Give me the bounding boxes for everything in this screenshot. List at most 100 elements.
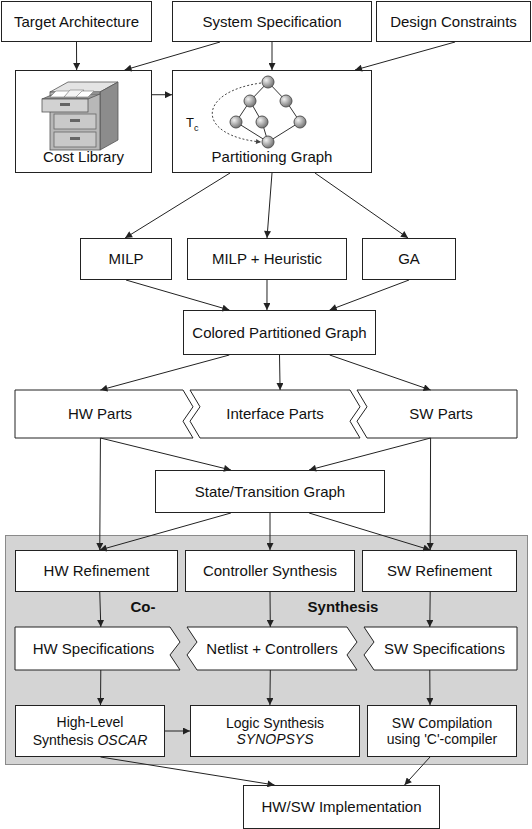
text-line-holder: High-Level SynthesisOSCAR bbox=[31, 713, 149, 749]
zigzag-box: Netlist + Controllers bbox=[187, 627, 357, 670]
text-holder: Netlist + Controllers bbox=[187, 627, 357, 670]
task-graph bbox=[212, 76, 306, 148]
zigzag-box: HW Parts bbox=[15, 390, 193, 438]
graph-vertex bbox=[294, 116, 306, 128]
process-box: State/Transition Graph bbox=[155, 470, 385, 513]
process-box: Colored Partitioned Graph bbox=[183, 310, 376, 355]
box-label: SW Refinement bbox=[387, 562, 492, 579]
box-label: OSCAR bbox=[97, 732, 147, 748]
text-holder: High-Level SynthesisOSCAR bbox=[16, 706, 164, 756]
flow-arrow bbox=[125, 42, 220, 70]
zigzag-box: SW Parts bbox=[357, 390, 517, 438]
process-box: Cost Library bbox=[15, 70, 152, 173]
box-label: SYNOPSYS bbox=[236, 731, 313, 747]
cabinet-drawer bbox=[54, 114, 96, 129]
flow-arrow bbox=[152, 94, 172, 95]
process-box: Partitioning Graph bbox=[172, 70, 372, 173]
box-label: HW Parts bbox=[68, 405, 132, 422]
flow-arrow bbox=[100, 592, 101, 627]
flow-arrow bbox=[100, 355, 229, 390]
graph-edge bbox=[262, 122, 268, 142]
flow-arrow bbox=[100, 513, 231, 550]
graph-edge bbox=[250, 82, 268, 101]
box-label: SW Specifications bbox=[384, 640, 505, 657]
text-holder: System Specification bbox=[173, 2, 371, 41]
box-label: Cost Library bbox=[43, 148, 124, 165]
open-drawer-top bbox=[42, 94, 100, 99]
process-box: High-Level SynthesisOSCAR bbox=[15, 705, 165, 757]
flow-arrow bbox=[272, 42, 273, 70]
process-box: System Specification bbox=[172, 1, 372, 42]
box-label: HW Specifications bbox=[33, 640, 155, 657]
cabinet-side bbox=[100, 82, 118, 150]
zigzag-shape bbox=[357, 390, 517, 438]
box-label: Logic Synthesis bbox=[226, 715, 324, 731]
graph-vertex bbox=[256, 116, 268, 128]
zigzag-shape bbox=[190, 390, 360, 438]
cabinet-front bbox=[50, 92, 100, 150]
text-holder: SW Parts bbox=[357, 390, 517, 438]
drawer-handle bbox=[70, 119, 80, 122]
timing-constraint-curve bbox=[212, 83, 261, 142]
graph-edge bbox=[250, 101, 262, 122]
box-label: Design Constraints bbox=[390, 13, 517, 30]
box-label: HW/SW Implementation bbox=[261, 798, 421, 815]
flow-arrow bbox=[279, 355, 281, 390]
drawer-handle bbox=[60, 103, 70, 106]
zigzag-box: HW Specifications bbox=[15, 627, 180, 670]
flow-arrow bbox=[269, 670, 270, 705]
box-label: Co- bbox=[131, 598, 156, 615]
process-box: SW Compilation using 'C'-compiler bbox=[367, 705, 517, 757]
flow-arrow bbox=[99, 438, 101, 550]
flow-arrow bbox=[270, 592, 271, 627]
box-label: Netlist + Controllers bbox=[206, 640, 337, 657]
zigzag-shape bbox=[187, 627, 357, 670]
drawer-handle bbox=[70, 137, 80, 140]
process-box: Design Constraints bbox=[376, 1, 531, 42]
box-label: State/Transition Graph bbox=[195, 483, 345, 500]
process-box: MILP bbox=[80, 238, 172, 280]
flow-arrow bbox=[430, 438, 431, 550]
flow-arrow bbox=[267, 173, 272, 238]
graph-edge bbox=[268, 82, 286, 101]
box-label: Controller Synthesis bbox=[203, 562, 337, 579]
flow-arrow bbox=[429, 592, 430, 627]
box-label: MILP bbox=[108, 250, 143, 267]
box-label: SW Compilation using 'C'-compiler bbox=[380, 715, 505, 747]
box-label: Interface Parts bbox=[226, 405, 324, 422]
text-holder: MILP + Heuristic bbox=[188, 239, 346, 279]
text-holder: GA bbox=[363, 239, 455, 279]
text-holder: HW Parts bbox=[15, 390, 193, 438]
box-label: System Specification bbox=[202, 13, 341, 30]
graph-edge bbox=[286, 101, 300, 122]
flow-arrow bbox=[266, 280, 267, 310]
process-box: Controller Synthesis bbox=[185, 550, 355, 592]
flow-arrow bbox=[330, 355, 431, 390]
graph-edge bbox=[268, 122, 300, 142]
zigzag-shape bbox=[364, 627, 517, 670]
text-holder: Design Constraints bbox=[377, 2, 530, 41]
text-holder: Colored Partitioned Graph bbox=[184, 311, 375, 354]
text-holder: SW Specifications bbox=[364, 627, 517, 670]
text-holder: Cost Library bbox=[16, 71, 151, 172]
process-box: MILP + Heuristic bbox=[187, 238, 347, 280]
text-holder: SW Compilation using 'C'-compiler bbox=[368, 706, 516, 756]
graph-vertex bbox=[244, 95, 256, 107]
graph-vertex bbox=[262, 136, 274, 148]
flow-arrow bbox=[270, 513, 271, 550]
box-label: Synthesis bbox=[308, 598, 379, 615]
box-label: SW Parts bbox=[409, 405, 472, 422]
flow-arrow bbox=[355, 42, 455, 70]
text-holder: Target Architecture bbox=[2, 2, 151, 41]
box-label: MILP + Heuristic bbox=[212, 250, 322, 267]
filing-cabinet bbox=[42, 82, 118, 150]
text-holder: SW Refinement bbox=[363, 551, 516, 591]
flow-arrow bbox=[429, 670, 430, 705]
flow-arrow bbox=[405, 757, 430, 785]
open-drawer bbox=[42, 99, 88, 112]
flow-arrow bbox=[126, 280, 229, 310]
process-box: HW/SW Implementation bbox=[243, 785, 440, 829]
box-label: Partitioning Graph bbox=[212, 148, 333, 165]
